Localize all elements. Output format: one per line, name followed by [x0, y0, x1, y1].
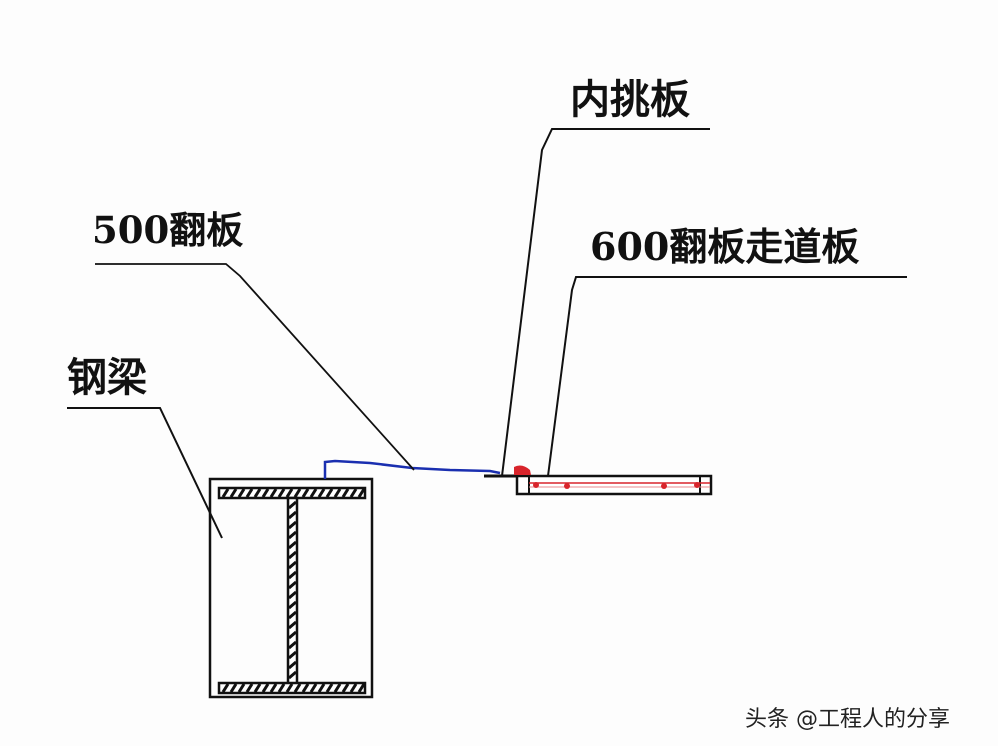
label-walkway-board-600: 600翻板走道板	[590, 224, 860, 269]
leader-flip-board-500	[95, 263, 415, 471]
label-inner-cantilever-board: 内挑板	[570, 76, 690, 123]
flip-board-500-line	[323, 459, 501, 479]
steel-beam-web	[286, 496, 299, 686]
label-steel-beam: 钢梁	[67, 354, 147, 401]
label-flip-board-500: 500翻板	[92, 208, 244, 252]
steel-beam-bottom-flange	[217, 681, 367, 695]
watermark: 头条 @工程人的分享	[745, 707, 950, 732]
leader-walkway-board-600	[547, 276, 907, 477]
leader-steel-beam	[67, 407, 223, 539]
steel-beam-top-flange	[217, 486, 367, 500]
leader-inner-cantilever-board	[501, 128, 710, 477]
walkway-board	[514, 465, 713, 496]
steel-beam-outline	[208, 477, 374, 699]
